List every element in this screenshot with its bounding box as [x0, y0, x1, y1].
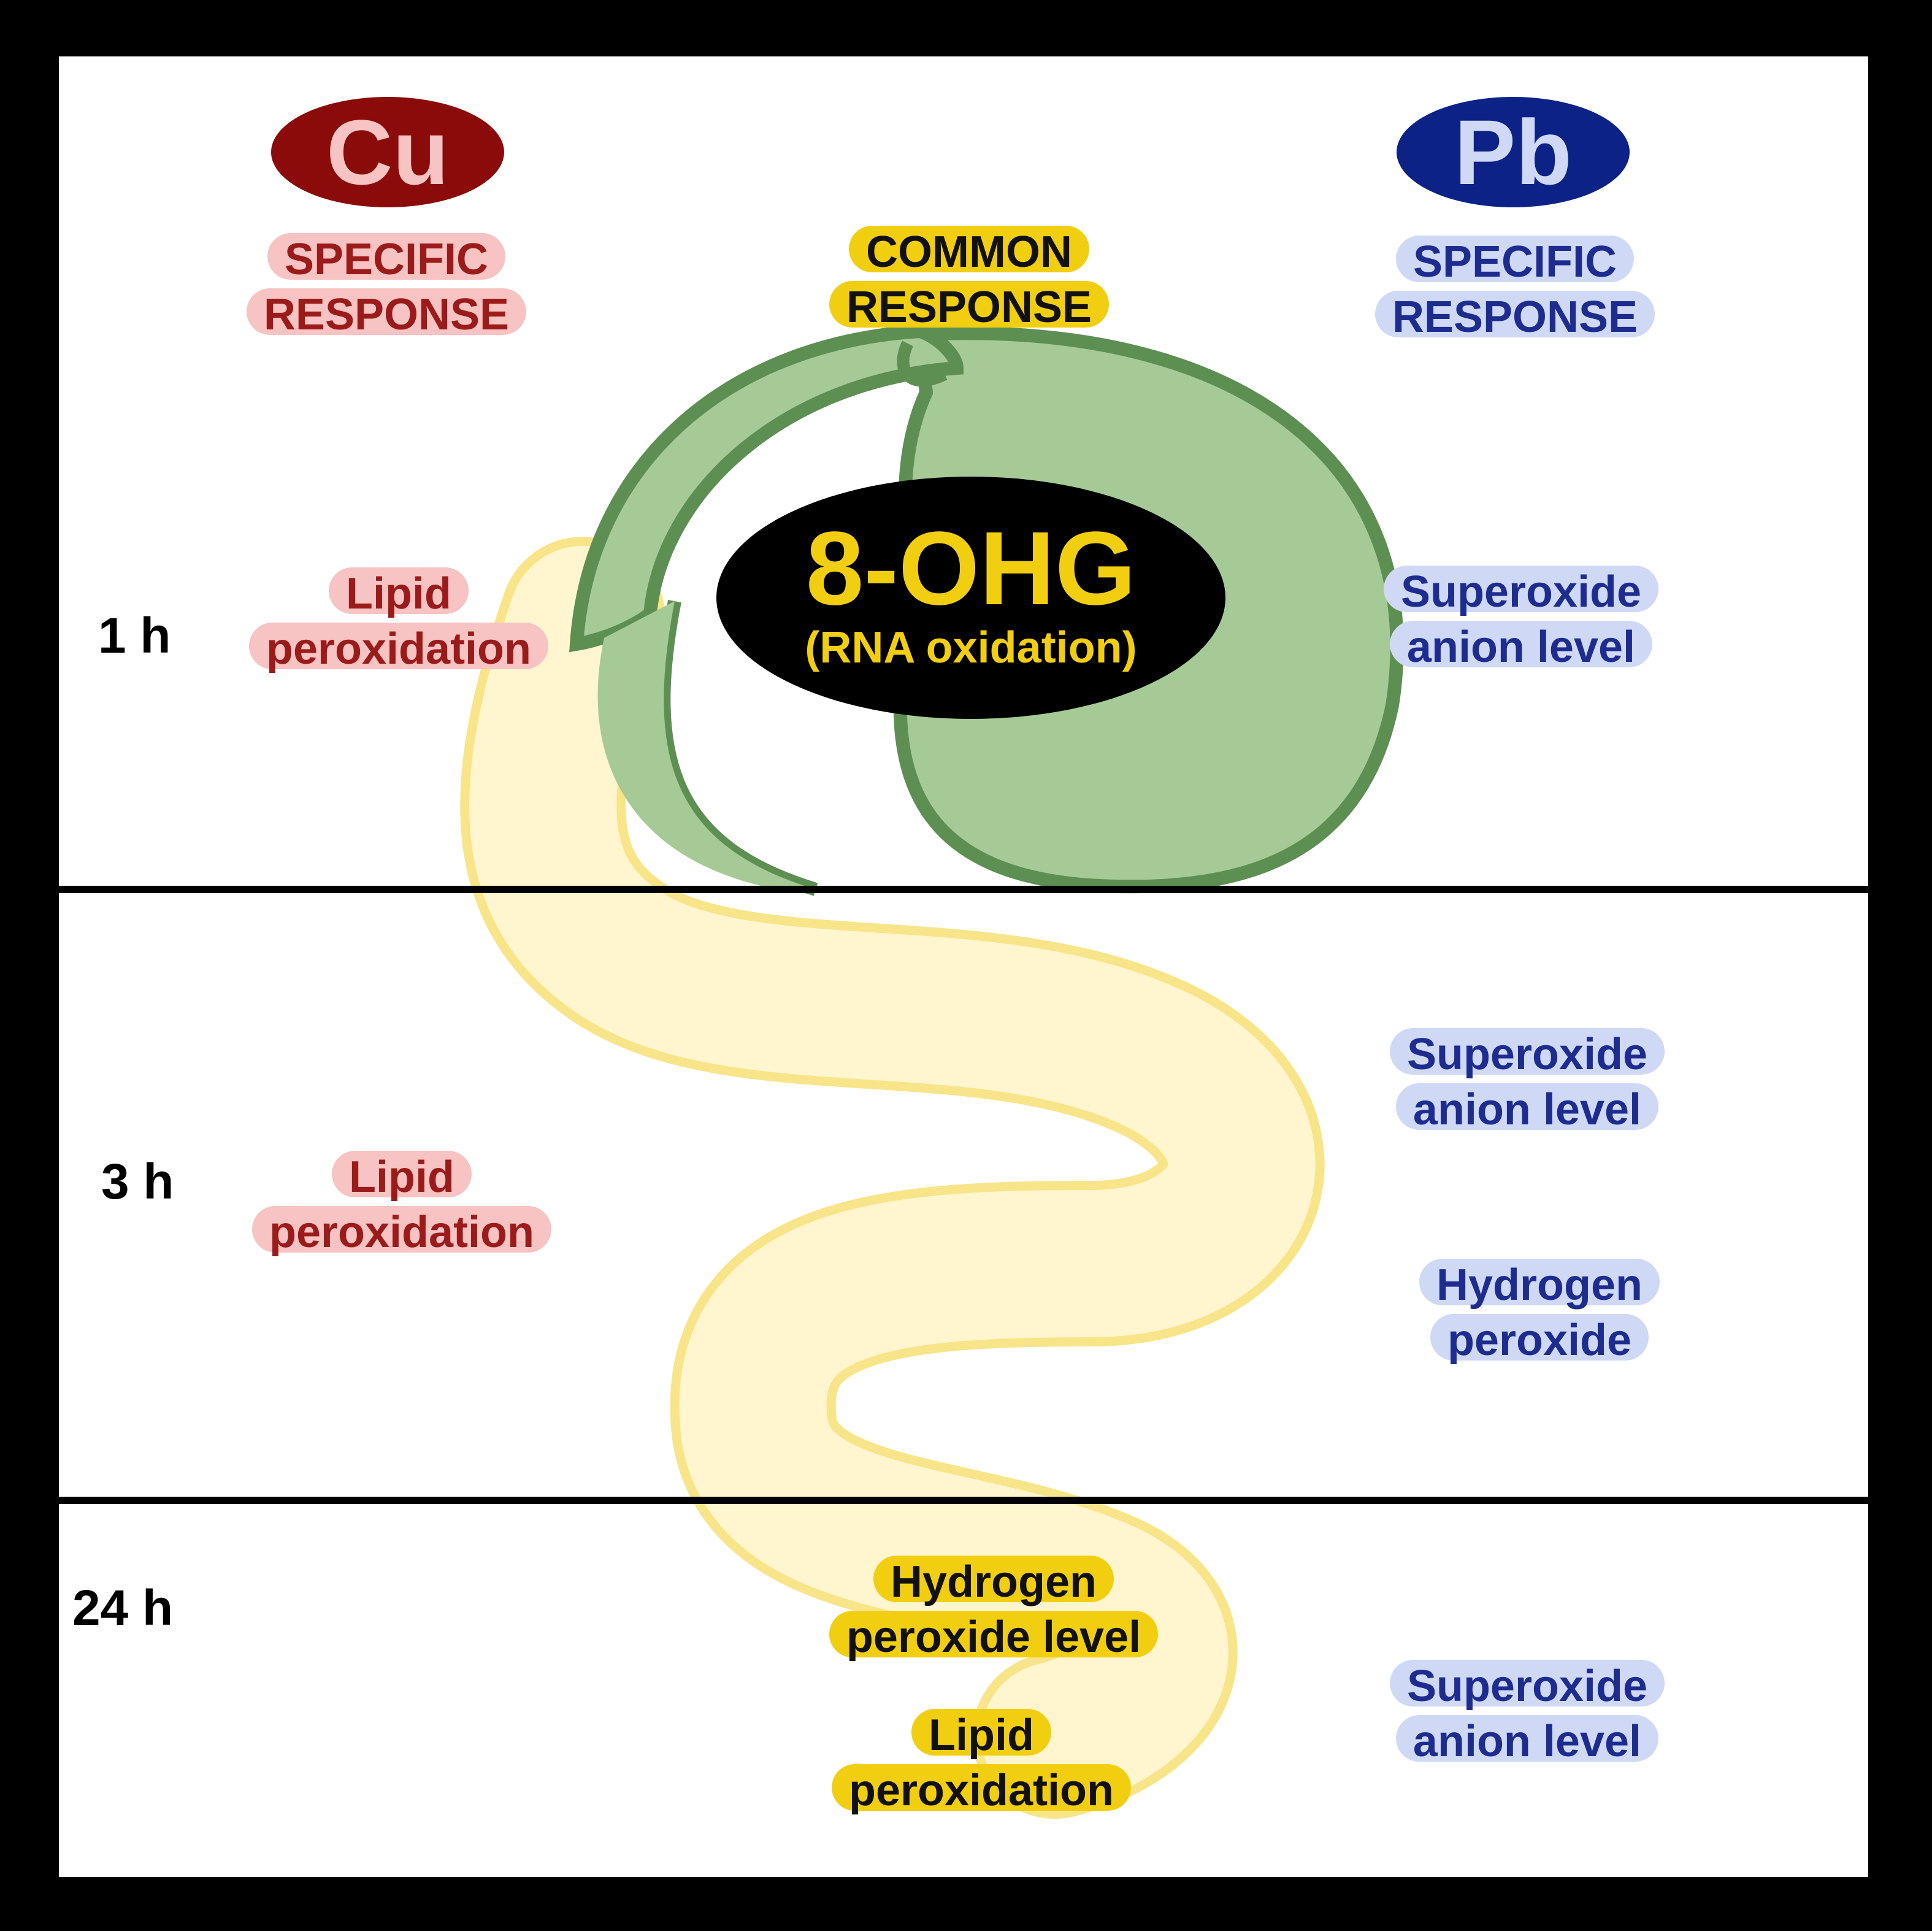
pb-1h-superoxide: Superoxide anion level: [1349, 566, 1693, 672]
pb-metal-badge: Pb: [1397, 97, 1630, 207]
cu-header-line1: SPECIFIC: [267, 233, 506, 284]
cu-1h-line2: peroxidation: [248, 623, 549, 674]
cu-specific-response-header: SPECIFIC RESPONSE: [221, 233, 552, 339]
cu-metal-label: Cu: [326, 101, 449, 204]
cu-header-line2: RESPONSE: [246, 288, 527, 339]
cu-1h-line1: Lipid: [329, 567, 469, 618]
cu-3h-line1: Lipid: [332, 1151, 472, 1202]
pb-3h-superoxide: Superoxide anion level: [1355, 1028, 1699, 1134]
pb-metal-label: Pb: [1454, 101, 1572, 204]
common-24h-h2o2-line1: Hydrogen: [873, 1556, 1114, 1607]
pb-header-line1: SPECIFIC: [1395, 236, 1635, 286]
common-24h-lipid-line2: peroxidation: [831, 1764, 1132, 1815]
pb-24h-line1: Superoxide: [1389, 1660, 1665, 1711]
common-24h-h2o2-line2: peroxide level: [829, 1611, 1159, 1662]
pb-3h-h2o2-line2: peroxide: [1430, 1314, 1649, 1365]
pb-header-line2: RESPONSE: [1374, 291, 1655, 342]
pb-3h-superoxide-line1: Superoxide: [1389, 1028, 1665, 1079]
cu-1h-lipid-peroxidation: Lipid peroxidation: [233, 567, 564, 674]
row-divider-1h-3h: [59, 886, 1868, 893]
common-header-line1: COMMON: [849, 226, 1089, 277]
time-label-3h: 3 h: [101, 1154, 174, 1210]
cu-3h-lipid-peroxidation: Lipid peroxidation: [236, 1151, 567, 1257]
pb-1h-line1: Superoxide: [1383, 566, 1659, 616]
pb-3h-hydrogen-peroxide: Hydrogen peroxide: [1374, 1259, 1705, 1365]
pb-3h-h2o2-line1: Hydrogen: [1419, 1259, 1660, 1310]
pb-1h-line2: anion level: [1389, 621, 1653, 672]
row-divider-3h-24h: [59, 1497, 1868, 1504]
time-label-1h: 1 h: [98, 608, 171, 664]
pb-specific-response-header: SPECIFIC RESPONSE: [1349, 236, 1681, 342]
8-ohg-subtitle: (RNA oxidation): [805, 623, 1137, 672]
8-ohg-title: 8-OHG: [805, 510, 1137, 627]
cu-metal-badge: Cu: [271, 97, 504, 207]
8-ohg-badge: 8-OHG (RNA oxidation): [716, 477, 1225, 719]
common-24h-lipid-peroxidation: Lipid peroxidation: [816, 1709, 1147, 1815]
pb-24h-line2: anion level: [1395, 1715, 1659, 1766]
green-ribbon-bump: [897, 340, 948, 387]
time-label-24h: 24 h: [72, 1580, 174, 1636]
common-response-header: COMMON RESPONSE: [803, 226, 1135, 332]
pb-3h-superoxide-line2: anion level: [1395, 1083, 1659, 1134]
common-24h-lipid-line1: Lipid: [911, 1709, 1051, 1760]
cu-3h-line2: peroxidation: [251, 1206, 552, 1257]
common-header-line2: RESPONSE: [829, 281, 1110, 332]
common-24h-hydrogen-peroxide: Hydrogen peroxide level: [797, 1556, 1190, 1662]
pb-24h-superoxide: Superoxide anion level: [1355, 1660, 1699, 1766]
green-ribbon-arm-tail-fill: [597, 601, 816, 893]
